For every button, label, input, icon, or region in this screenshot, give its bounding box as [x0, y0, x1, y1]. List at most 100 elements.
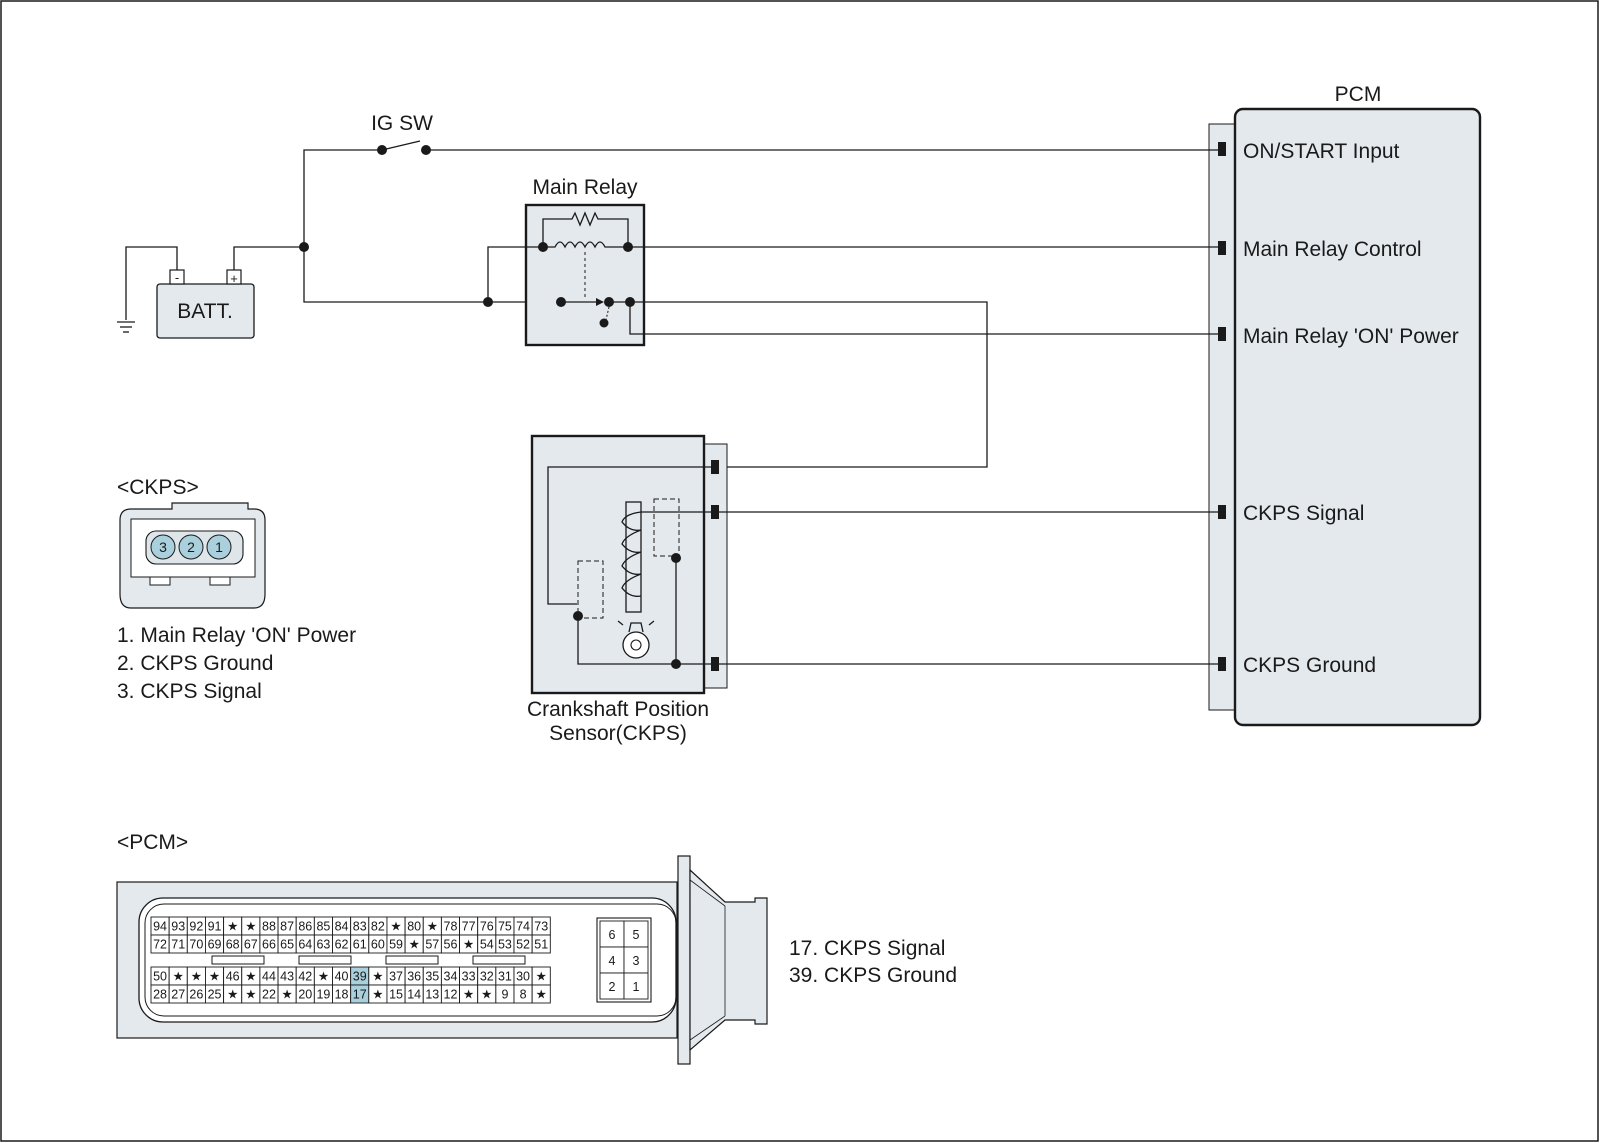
pcm-pin-label: 43 [280, 970, 294, 984]
pcm-pin-label: 66 [262, 938, 276, 952]
pcm-pin-label: 17 [353, 988, 367, 1002]
pcm-pin-label: 12 [444, 988, 458, 1002]
pcm-pin-label: 46 [226, 970, 240, 984]
pcm-pin-label: ★ [463, 938, 474, 952]
pcm-pin-label: ★ [372, 970, 383, 984]
pcm-terminal-main-relay-on-power: Main Relay 'ON' Power [1243, 325, 1459, 348]
pcm-pin-label: 84 [335, 920, 349, 934]
pcm-pin-label: ★ [536, 988, 547, 1002]
ckps-coil-winding [621, 511, 642, 597]
pcm-pin-label: 57 [425, 938, 439, 952]
pcm-pin-label: 39 [353, 970, 367, 984]
pcm-pin-label: 15 [389, 988, 403, 1002]
battery-body [156, 283, 255, 339]
ckps-connector-pin-3: 3 [159, 539, 167, 555]
pcm-pin-label: 19 [316, 988, 330, 1002]
battery-plus-wire [233, 246, 304, 270]
pcm-pin-cell [531, 984, 551, 1004]
pcm-key-slot-1 [211, 955, 265, 965]
ckps-internal-node-1 [671, 553, 681, 563]
pcm-connector-back-line-2 [689, 1015, 726, 1041]
pcm-key-slot-4 [472, 955, 526, 965]
pcm-pin-label: 53 [498, 938, 512, 952]
ckps-connector-pin-2-circle [178, 534, 204, 560]
pcm-pin-label: 67 [244, 938, 258, 952]
pcm-connector-flange [677, 855, 691, 1065]
pcm-key-slot-3 [385, 955, 439, 965]
pcm-terminal-ckps-ground: CKPS Ground [1243, 654, 1376, 677]
pcm-pin-label: 71 [171, 938, 185, 952]
pcm-pin-label: 64 [298, 938, 312, 952]
ckps-connector-pin-3-circle [150, 534, 176, 560]
pcm-pin-main-relay-on-power [1218, 327, 1226, 341]
pcm-pin-label: ★ [173, 970, 184, 984]
pcm-pin-label: ★ [463, 988, 474, 1002]
pcm-pin-label: 13 [425, 988, 439, 1002]
pcm-pin-ckps-signal [1218, 505, 1226, 519]
ig-sw-label: IG SW [371, 112, 433, 135]
ckps-sensor-label-line1: Crankshaft Position [527, 698, 709, 721]
pcm-pin-label: 82 [371, 920, 385, 934]
pcm-pin-label: 91 [208, 920, 222, 934]
pcm-small-pin-label: 3 [633, 954, 640, 968]
ckps-reluctor-wheel [622, 631, 650, 659]
pcm-small-pin-label: 4 [609, 954, 616, 968]
pcm-pin-label: 87 [280, 920, 294, 934]
ckps-connector-latch-left [149, 576, 171, 586]
pcm-pin-label: 34 [444, 970, 458, 984]
pcm-pin-label: 88 [262, 920, 276, 934]
battery-label: BATT. [177, 300, 233, 323]
wire-relay-to-ckps [630, 301, 988, 468]
ckps-reluctor-hub [630, 639, 642, 651]
wire-main-relay-on-power [629, 302, 1218, 335]
pcm-pin-label: 37 [389, 970, 403, 984]
pcm-small-pin-cell [599, 946, 625, 974]
relay-coil-feed-wire [487, 246, 543, 302]
pcm-pin-label: ★ [191, 970, 202, 984]
ckps-internal-left-return [577, 616, 676, 665]
pcm-pin-label: 94 [153, 920, 167, 934]
pcm-pin-label: 63 [316, 938, 330, 952]
relay-resistor [542, 211, 629, 247]
pcm-pin-label: 8 [520, 988, 527, 1002]
pcm-pin-label: 69 [208, 938, 222, 952]
ckps-legend-1: 1. Main Relay 'ON' Power [117, 624, 356, 647]
pcm-pin-label: 22 [262, 988, 276, 1002]
pcm-pin-label: 30 [516, 970, 530, 984]
ckps-internal-box-right [653, 498, 680, 557]
pcm-small-pin-label: 5 [633, 928, 640, 942]
pcm-pin-label: 72 [153, 938, 167, 952]
pcm-pin-on-start [1218, 142, 1226, 156]
main-relay-label: Main Relay [532, 176, 638, 199]
pcm-pin-label: 59 [389, 938, 403, 952]
battery: - + BATT. [117, 246, 304, 339]
ckps-connector-title: <CKPS> [117, 476, 199, 499]
pcm-pin-label: 52 [516, 938, 530, 952]
relay-switch-arrow [596, 298, 604, 306]
pcm-small-pin-cell [623, 972, 649, 1000]
pcm-pin-label: 62 [335, 938, 349, 952]
ckps-connector-pin-2: 2 [187, 539, 195, 555]
pcm-pin-label: 74 [516, 920, 530, 934]
pcm-pin-label: 25 [208, 988, 222, 1002]
pcm-legend-2: 39. CKPS Ground [789, 964, 957, 987]
pcm-pin-label: 78 [444, 920, 458, 934]
ckps-internal-node-3 [573, 611, 583, 621]
pcm-pin-label: 80 [407, 920, 421, 934]
pcm-title: PCM [1335, 83, 1382, 106]
pcm-pin-label: 27 [171, 988, 185, 1002]
ckps-sensor-label-line2: Sensor(CKPS) [549, 722, 687, 745]
pcm-connector-title: <PCM> [117, 831, 188, 854]
pcm-pin-label: ★ [227, 988, 238, 1002]
pcm-connector-back-housing [689, 868, 768, 1052]
pcm-module: PCM ON/START Input Main Relay Control Ma… [1208, 83, 1482, 727]
ckps-connector-latch-right [209, 576, 231, 586]
ig-sw-blade [381, 140, 421, 151]
ckps-pin-1 [711, 460, 719, 474]
pcm-pin-label: ★ [209, 970, 220, 984]
pcm-pin-label: 26 [189, 988, 203, 1002]
pcm-pin-label: 28 [153, 988, 167, 1002]
